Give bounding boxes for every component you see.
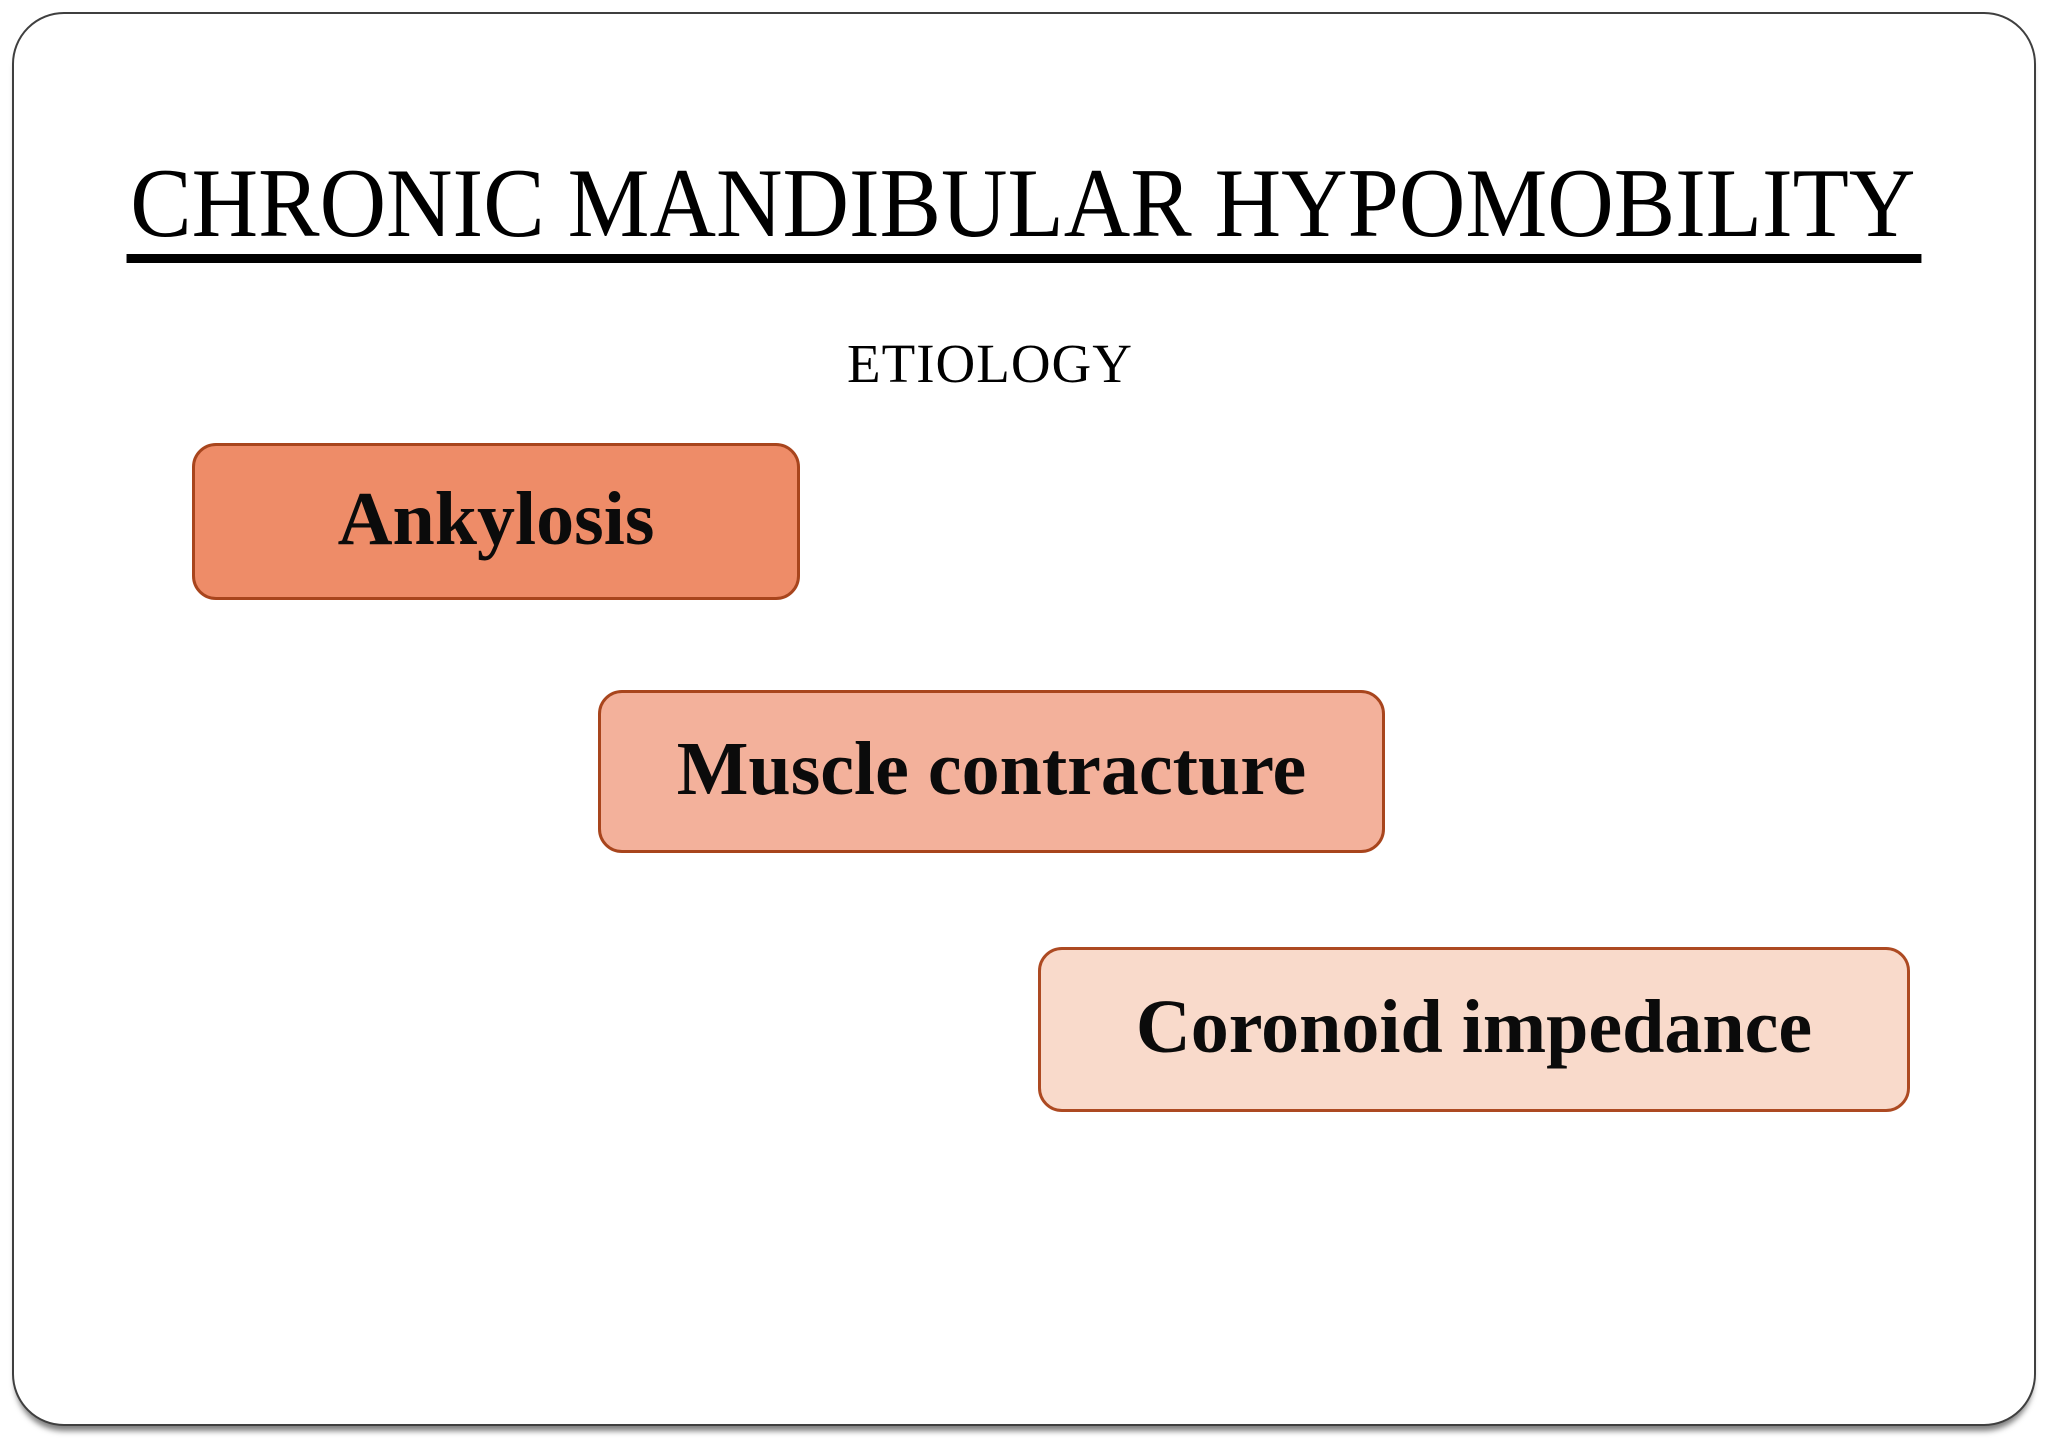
etiology-box-label: Coronoid impedance xyxy=(1135,985,1813,1069)
etiology-box-muscle-contracture: Muscle contracture xyxy=(598,690,1385,853)
etiology-box-label: Ankylosis xyxy=(337,477,655,561)
slide-subtitle-etiology: ETIOLOGY xyxy=(847,333,1133,394)
etiology-box-ankylosis: Ankylosis xyxy=(192,443,800,600)
title-container: CHRONIC MANDIBULAR HYPOMOBILITY xyxy=(14,154,2034,263)
etiology-box-coronoid-impedance: Coronoid impedance xyxy=(1038,947,1910,1112)
etiology-box-label: Muscle contracture xyxy=(676,727,1307,811)
slide-title: CHRONIC MANDIBULAR HYPOMOBILITY xyxy=(126,154,1922,263)
presentation-slide: CHRONIC MANDIBULAR HYPOMOBILITY ETIOLOGY… xyxy=(12,12,2036,1426)
